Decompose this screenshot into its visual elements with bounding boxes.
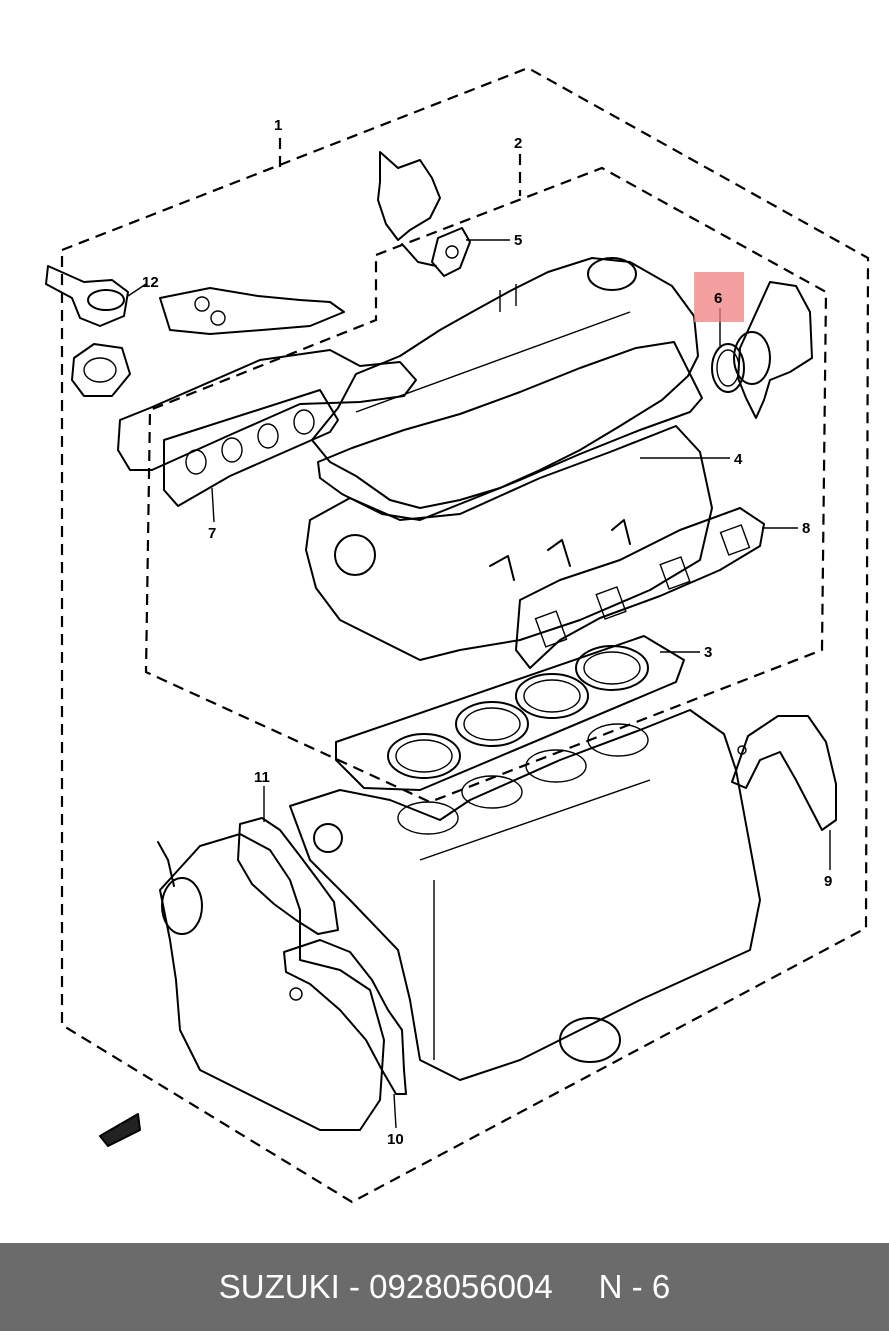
part-number: 0928056004 xyxy=(369,1268,553,1305)
callout-1: 1 xyxy=(274,117,282,134)
callout-9: 9 xyxy=(824,873,832,890)
kit-outline-1 xyxy=(60,66,870,1204)
parts-diagram: 1 2 3 4 5 6 7 8 9 10 11 12 xyxy=(45,66,870,1204)
callout-3: 3 xyxy=(704,644,712,661)
callout-7: 7 xyxy=(208,525,216,542)
callout-4: 4 xyxy=(734,451,743,468)
callout-8: 8 xyxy=(802,520,810,537)
callout-12: 12 xyxy=(142,274,159,291)
separator: - xyxy=(339,1268,370,1305)
kit-outline-2 xyxy=(144,166,828,804)
brand-label: SUZUKI xyxy=(218,1268,340,1305)
callout-6-highlight xyxy=(694,272,744,322)
part-info-bar: SUZUKI - 0928056004 N - 6 xyxy=(0,1243,889,1331)
callout-5: 5 xyxy=(514,232,522,249)
callout-11: 11 xyxy=(254,769,270,786)
diagram-position: N - 6 xyxy=(598,1268,671,1305)
callout-10: 10 xyxy=(387,1131,404,1148)
callout-6: 6 xyxy=(714,290,722,307)
callout-2: 2 xyxy=(514,135,522,152)
